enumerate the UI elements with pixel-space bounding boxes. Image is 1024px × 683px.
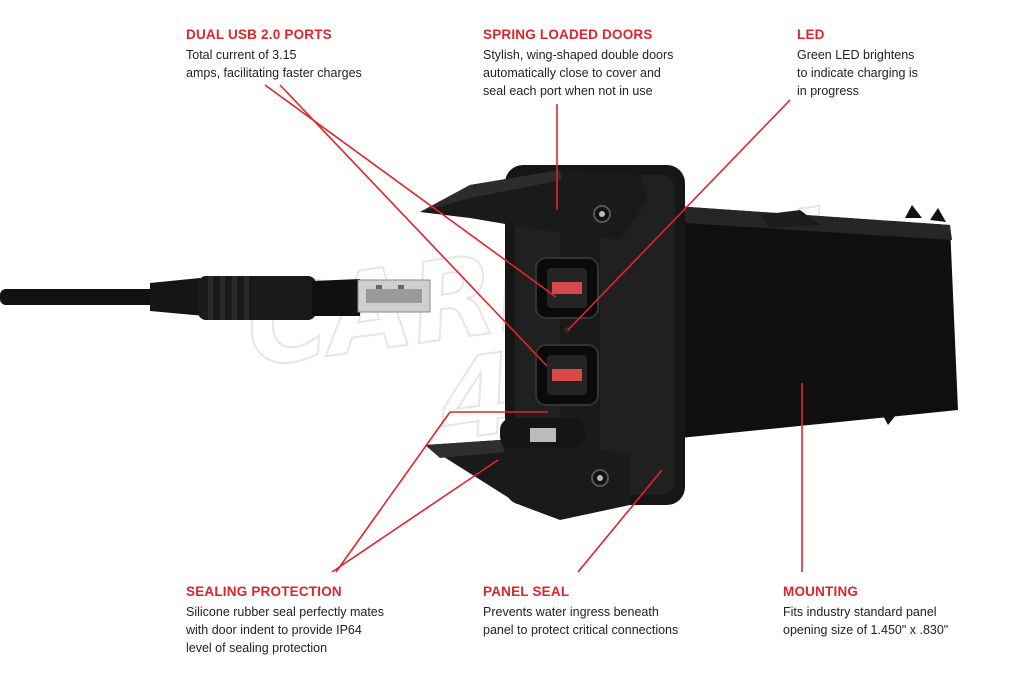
rear-housing <box>660 205 958 440</box>
callout-sealing: SEALING PROTECTION Silicone rubber seal … <box>186 584 446 657</box>
callout-dual-usb-text: Total current of 3.15 amps, facilitating… <box>186 48 362 80</box>
callout-sealing-title: SEALING PROTECTION <box>186 584 342 599</box>
callout-panel-seal: PANEL SEAL Prevents water ingress beneat… <box>483 584 743 639</box>
callout-dual-usb-title: DUAL USB 2.0 PORTS <box>186 27 332 42</box>
leader-sealing-2 <box>335 411 451 573</box>
callout-sealing-text: Silicone rubber seal perfectly mates wit… <box>186 605 385 655</box>
callout-led-title: LED <box>797 27 825 42</box>
callout-panel-seal-title: PANEL SEAL <box>483 584 570 599</box>
leader-dual-usb-2 <box>279 84 548 367</box>
leader-sealing-1 <box>331 459 499 573</box>
usb-cable <box>0 276 431 320</box>
callout-led: LED Green LED brightens to indicate char… <box>797 27 997 100</box>
callout-led-text: Green LED brightens to indicate charging… <box>797 48 918 98</box>
leader-panel-seal <box>577 469 663 573</box>
bottom-door <box>425 418 630 520</box>
leader-lines <box>264 84 803 573</box>
callout-mounting-text: Fits industry standard panel opening siz… <box>783 605 949 637</box>
usb-port-bottom <box>535 344 599 406</box>
callout-spring-doors-text: Stylish, wing-shaped double doors automa… <box>483 48 674 98</box>
callout-spring-doors: SPRING LOADED DOORS Stylish, wing-shaped… <box>483 27 723 100</box>
callout-dual-usb: DUAL USB 2.0 PORTS Total current of 3.15… <box>186 27 426 82</box>
callout-mounting-title: MOUNTING <box>783 584 859 599</box>
usb-port-top <box>535 257 599 319</box>
callout-panel-seal-text: Prevents water ingress beneath panel to … <box>483 605 679 637</box>
leader-led <box>567 99 791 331</box>
callout-mounting: MOUNTING Fits industry standard panel op… <box>783 584 1013 639</box>
top-door <box>420 170 648 240</box>
callout-spring-doors-title: SPRING LOADED DOORS <box>483 27 653 42</box>
